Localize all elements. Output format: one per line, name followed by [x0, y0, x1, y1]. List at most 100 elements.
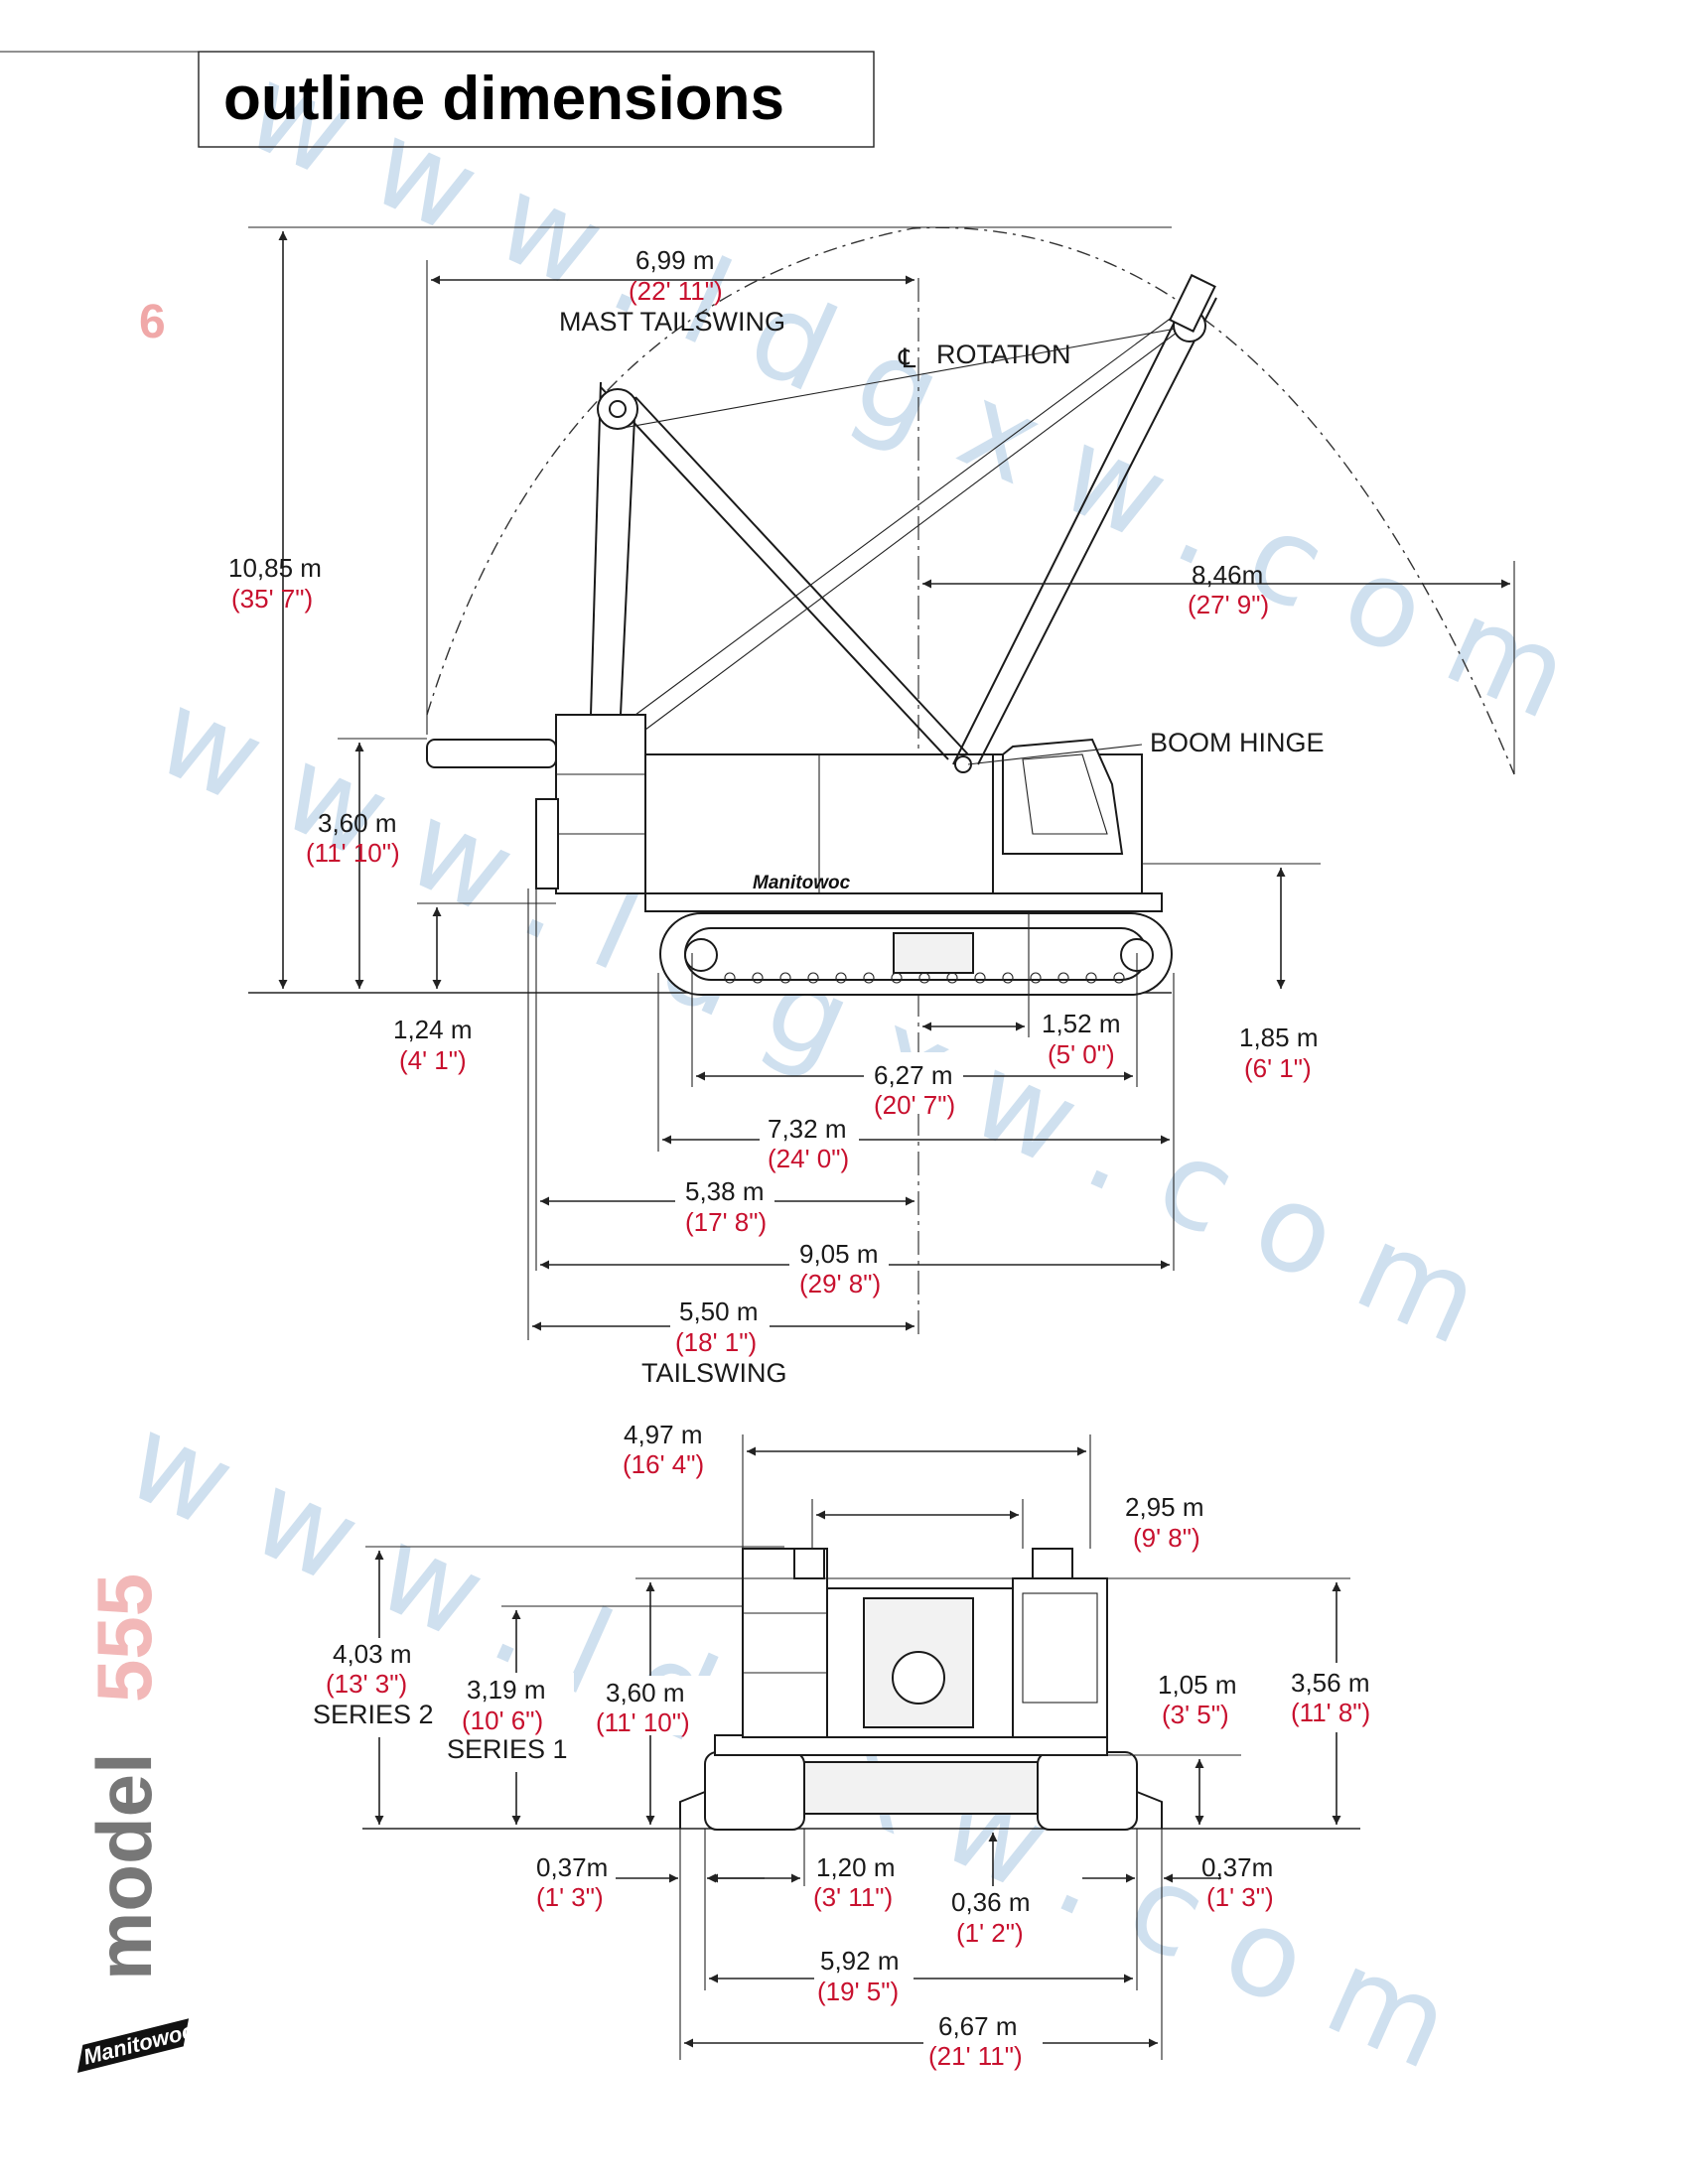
- track-roller: [835, 972, 847, 984]
- operator-cab: [1002, 738, 1124, 855]
- idler: [684, 938, 718, 972]
- track-roller: [1085, 972, 1097, 984]
- overall-height-rear-metric: 3,56 m: [1291, 1668, 1370, 1698]
- mast-leg-front: [620, 396, 636, 716]
- track-gauge-metric: 5,92 m: [820, 1946, 900, 1976]
- mast-strut-lower: [634, 396, 969, 755]
- car-body-bracket: [893, 932, 974, 974]
- track-roller: [724, 972, 736, 984]
- series1-metric: 3,19 m: [467, 1675, 546, 1705]
- mast-strut-upper: [600, 386, 949, 760]
- boom-hinge-label: BOOM HINGE: [1150, 728, 1325, 757]
- track-roller: [891, 972, 903, 984]
- tailswing-imperial: (18' 1"): [675, 1327, 757, 1357]
- boom-chord-upper: [952, 287, 1193, 765]
- track-roller: [752, 972, 764, 984]
- manitowoc-logo: Manitowoc: [77, 2018, 197, 2073]
- series1-label: SERIES 1: [447, 1734, 568, 1764]
- track-roller: [807, 972, 819, 984]
- label-mask-tumbler: [864, 1052, 963, 1114]
- centerline-symbol: ℄: [898, 343, 916, 373]
- upper-works: Manitowoc: [426, 714, 1163, 912]
- cab-top-unit: [1032, 1548, 1073, 1579]
- track-roller: [779, 972, 791, 984]
- boom-chord-lower: [977, 297, 1217, 765]
- label-mask-rear-height: [1287, 1663, 1386, 1732]
- boom-tip: [1168, 273, 1216, 333]
- overall-height-rear-imperial: (11' 8"): [1291, 1698, 1370, 1727]
- track-roller: [946, 972, 958, 984]
- track-roller: [863, 972, 875, 984]
- right-overhang-imperial: (1' 3"): [1206, 1882, 1274, 1912]
- page-title: outline dimensions: [223, 65, 784, 133]
- tailswing-metric: 5,50 m: [679, 1297, 759, 1326]
- hinge-offset-imperial: (5' 0"): [1048, 1039, 1115, 1069]
- hoist-line: [617, 327, 1183, 430]
- crawler-track: [659, 912, 1173, 996]
- page-number: 6: [139, 296, 166, 348]
- label-mask-series2: [316, 1638, 465, 1737]
- cw-width-imperial: (9' 8"): [1133, 1523, 1200, 1553]
- side-view: ℄ ROTATION Manitowoc: [228, 226, 1515, 1388]
- mast-leg-rear: [590, 381, 602, 716]
- under-clearance-metric: 0,36 m: [951, 1887, 1031, 1917]
- left-track-shoe: [679, 1791, 706, 1829]
- cw-height-imperial: (11' 10"): [306, 838, 400, 868]
- hinge-height-imperial: (6' 1"): [1244, 1053, 1312, 1083]
- left-overhang-imperial: (1' 3"): [536, 1882, 604, 1912]
- mast-tailswing-imperial: (22' 11"): [629, 276, 723, 306]
- track-roller: [1002, 972, 1014, 984]
- label-mask-tailswing: [670, 1302, 770, 1364]
- tailswing-label: TAILSWING: [641, 1358, 787, 1388]
- boom-pendant-2: [644, 317, 1197, 731]
- cab-height-imperial: (11' 10"): [596, 1707, 690, 1737]
- hinge-offset-metric: 1,52 m: [1042, 1009, 1121, 1038]
- mast: [590, 381, 969, 760]
- series2-label: SERIES 2: [313, 1700, 434, 1729]
- series2-metric: 4,03 m: [333, 1639, 412, 1669]
- right-track: [1037, 1751, 1138, 1831]
- overall-length-metric: 9,05 m: [799, 1239, 879, 1269]
- overall-height-metric: 10,85 m: [228, 553, 322, 583]
- logo-text: Manitowoc: [80, 2018, 196, 2070]
- house-brand-text: Manitowoc: [753, 873, 851, 893]
- side-model-word: model: [80, 1752, 168, 1980]
- under-clearance-imperial: (1' 2"): [956, 1918, 1024, 1948]
- hinge-height-metric: 1,85 m: [1239, 1023, 1319, 1052]
- label-mask-track: [760, 1116, 859, 1177]
- rear-to-center-metric: 5,38 m: [685, 1176, 765, 1206]
- cw-width-metric: 2,95 m: [1125, 1492, 1204, 1522]
- tumbler-centers-metric: 6,27 m: [874, 1060, 953, 1090]
- left-overhang-metric: 0,37m: [536, 1852, 608, 1882]
- label-mask-series1: [445, 1673, 574, 1772]
- series2-imperial: (13' 3"): [326, 1669, 407, 1699]
- track-roller: [1113, 972, 1125, 984]
- track-roller: [974, 972, 986, 984]
- rear-to-center-imperial: (17' 8"): [685, 1207, 767, 1237]
- tumbler-centers-imperial: (20' 7"): [874, 1090, 955, 1120]
- rear-step: [535, 798, 559, 889]
- series1-imperial: (10' 6"): [462, 1706, 543, 1735]
- mast-foot-left: [793, 1548, 825, 1579]
- label-mask-rear: [675, 1177, 774, 1239]
- track-roller: [1057, 972, 1069, 984]
- label-mask-width: [923, 2015, 1043, 2077]
- mast-tailswing-label: MAST TAILSWING: [559, 307, 785, 337]
- label-mask-length: [789, 1241, 889, 1302]
- boom: [617, 273, 1217, 773]
- mast-backstop: [426, 739, 557, 768]
- car-body: [803, 1761, 1039, 1815]
- upper-width-metric: 4,97 m: [624, 1420, 703, 1449]
- right-overhang-metric: 0,37m: [1201, 1852, 1273, 1882]
- overall-length-imperial: (29' 8"): [799, 1269, 881, 1298]
- mast-tailswing-metric: 6,99 m: [635, 245, 715, 275]
- counterweight: [555, 714, 646, 894]
- car-body-metric: 1,05 m: [1158, 1670, 1237, 1700]
- boom-swing-arc: [426, 226, 1515, 775]
- car-body-imperial: (3' 5"): [1162, 1700, 1229, 1729]
- rear-cab-window: [1022, 1592, 1098, 1704]
- track-roller: [1030, 972, 1042, 984]
- cab-window: [1022, 753, 1108, 835]
- rear-counterweight: [742, 1548, 828, 1738]
